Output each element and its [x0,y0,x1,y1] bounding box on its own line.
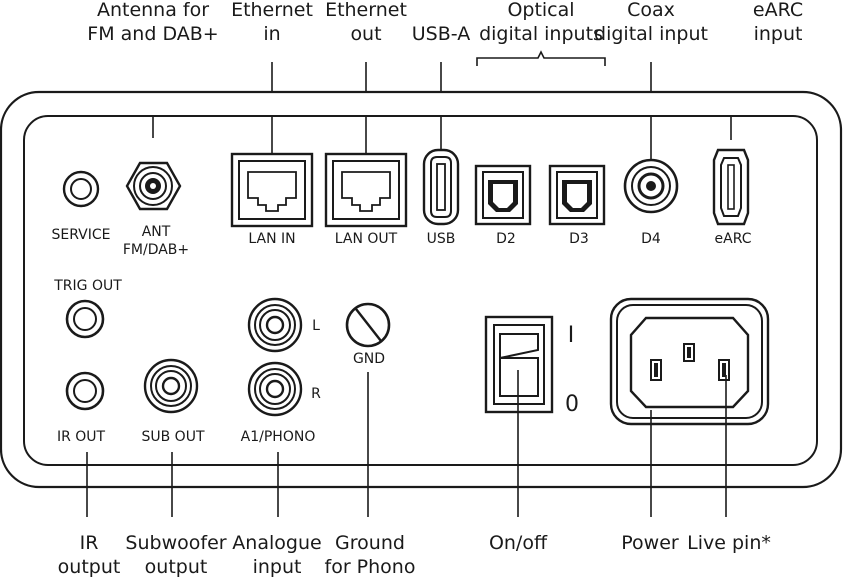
label-ant-fm-dab: FM/DAB+ [123,242,189,258]
lan-in-port [230,152,314,228]
callout-optical: Optical digital inputs [479,0,603,45]
callout-ethernet-out: Ethernet out [325,0,407,45]
callout-earc-line2: input [754,23,803,45]
label-a1-phono: A1/PHONO [241,429,316,445]
optical-d2-port [474,164,532,226]
callout-ir: IR output [58,532,121,578]
callout-earc-line1: eARC [753,0,803,21]
label-d2: D2 [496,231,516,247]
label-trig-out: TRIG OUT [53,278,122,294]
phono-left-port [247,297,303,353]
optical-d3-port [548,164,606,226]
trig-out-port [65,299,105,339]
callout-ground-line2: for Phono [325,556,416,578]
ground-terminal [345,302,391,348]
label-ant: ANT [142,224,171,240]
callout-coax-line2: digital input [594,23,708,45]
power-switch [484,315,554,414]
earc-port [712,148,750,226]
callout-antenna-line1: Antenna for [97,0,209,21]
label-r: R [311,386,321,402]
callout-ir-line1: IR [80,532,99,554]
callout-live-pin-line1: Live pin* [687,532,771,554]
service-port [62,170,100,208]
callout-analogue-line1: Analogue [232,532,321,554]
lan-out-port [324,152,408,228]
callout-power: Power [621,532,679,554]
callout-ethernet-in-line1: Ethernet [231,0,313,21]
callout-ground-line1: Ground [335,532,405,554]
label-lan-in: LAN IN [248,231,295,247]
callout-onoff-line1: On/off [489,532,548,554]
callout-ground: Ground for Phono [325,532,416,578]
label-lan-out: LAN OUT [335,231,398,247]
callout-optical-line1: Optical [507,0,574,21]
callout-usb-a: USB-A [412,23,470,45]
callout-analogue: Analogue input [232,532,321,578]
ir-out-port [65,371,105,411]
callout-sub-line2: output [145,556,208,578]
callout-antenna-line2: FM and DAB+ [87,23,218,45]
label-d4: D4 [641,231,661,247]
label-l: L [312,318,320,334]
callout-coax-line1: Coax [627,0,675,21]
label-usb: USB [427,231,456,247]
callout-ethernet-in-line2: in [263,23,280,45]
callout-sub: Subwoofer output [125,532,226,578]
coax-d4-port [623,158,679,214]
label-switch-off: 0 [565,392,579,417]
label-service: SERVICE [51,227,110,243]
label-gnd: GND [353,351,385,367]
callout-onoff: On/off [489,532,548,554]
callout-ethernet-out-line1: Ethernet [325,0,407,21]
bottom-leader-lines [86,370,727,517]
callout-sub-line1: Subwoofer [125,532,226,554]
callout-power-line1: Power [621,532,679,554]
callout-ir-line2: output [58,556,121,578]
callout-usb-a-line1: USB-A [412,23,470,45]
optical-bracket [476,50,606,66]
label-switch-on: I [568,323,575,348]
antenna-port [125,161,182,211]
label-ir-out: IR OUT [57,429,106,445]
callout-antenna: Antenna for FM and DAB+ [87,0,218,45]
callout-coax: Coax digital input [594,0,708,45]
phono-right-port [247,361,303,417]
label-earc: eARC [715,231,752,247]
callout-ethernet-out-line2: out [350,23,381,45]
label-d3: D3 [569,231,589,247]
callout-live-pin: Live pin* [687,532,771,554]
label-sub-out: SUB OUT [141,429,204,445]
usb-port [422,148,460,226]
power-socket [609,297,770,426]
sub-out-port [143,358,199,414]
top-leader-lines-inner [152,116,732,160]
callout-ethernet-in: Ethernet in [231,0,313,45]
callout-earc: eARC input [753,0,803,45]
callout-analogue-line2: input [253,556,302,578]
callout-optical-line2: digital inputs [479,23,603,45]
